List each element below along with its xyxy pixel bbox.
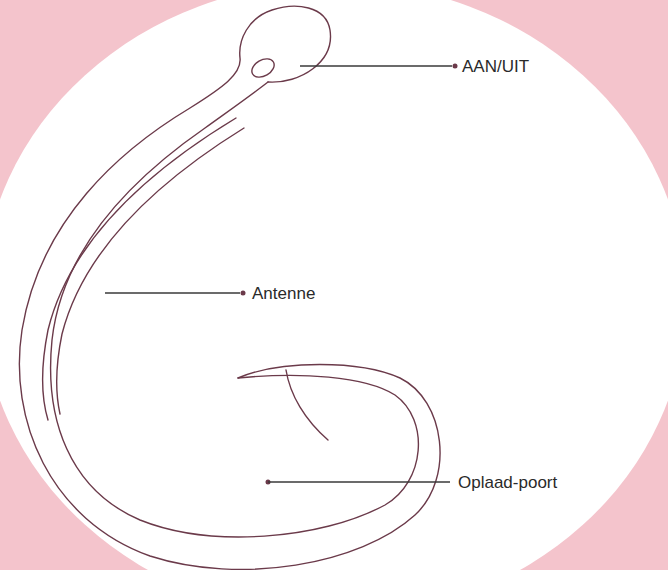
leader-line [105, 292, 240, 294]
power-button [249, 55, 278, 81]
leader-line [300, 65, 452, 67]
part-label: AAN/UIT [462, 58, 529, 75]
device-outline [19, 6, 440, 569]
hook-tip [286, 370, 328, 440]
part-label: Oplaad-poort [458, 474, 557, 491]
leader-line [268, 481, 450, 483]
antenna-line [57, 128, 244, 414]
leader-dot [453, 64, 458, 69]
leader-dot [241, 291, 246, 296]
part-label: Antenne [252, 285, 315, 302]
device-inner-outline [51, 82, 419, 537]
antenna-line [43, 118, 236, 420]
